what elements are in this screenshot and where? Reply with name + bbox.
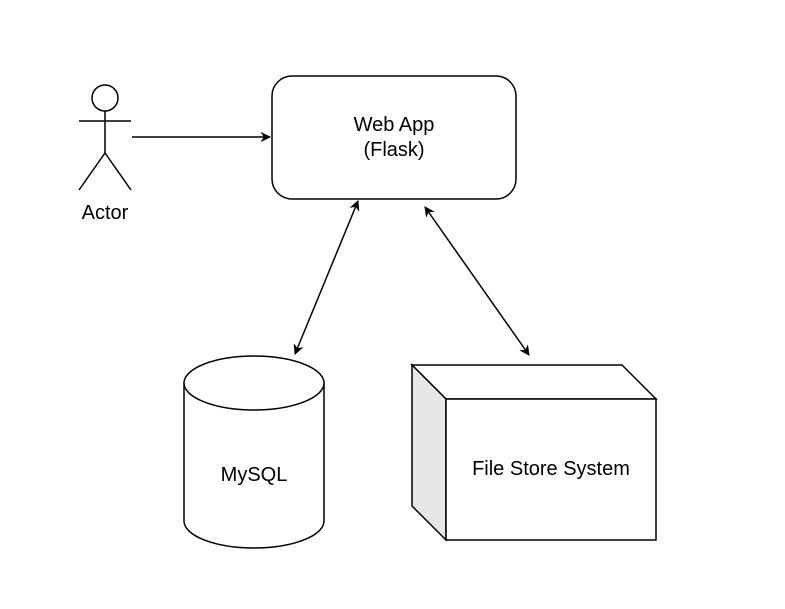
file-store-top-face bbox=[410, 364, 658, 400]
web-app-subtitle: (Flask) bbox=[363, 139, 425, 161]
webapp-mysql-arrow bbox=[293, 200, 360, 355]
actor-label: Actor bbox=[81, 202, 129, 224]
actor-figure bbox=[78, 84, 132, 191]
mysql-label: MySQL bbox=[220, 464, 288, 486]
actor-head bbox=[91, 84, 119, 112]
mysql-cylinder bbox=[183, 355, 325, 549]
file-store-front-face bbox=[445, 398, 657, 541]
file-store-label: File Store System bbox=[472, 458, 630, 480]
actor-right-leg bbox=[104, 152, 132, 191]
mysql-cylinder-top bbox=[183, 355, 325, 411]
actor-left-leg bbox=[78, 152, 106, 191]
mysql-cylinder-body bbox=[183, 383, 325, 549]
web-app-box bbox=[271, 75, 517, 200]
file-store-cube bbox=[410, 363, 658, 542]
webapp-filestore-arrow bbox=[424, 206, 530, 356]
web-app-title: Web App bbox=[353, 114, 435, 136]
